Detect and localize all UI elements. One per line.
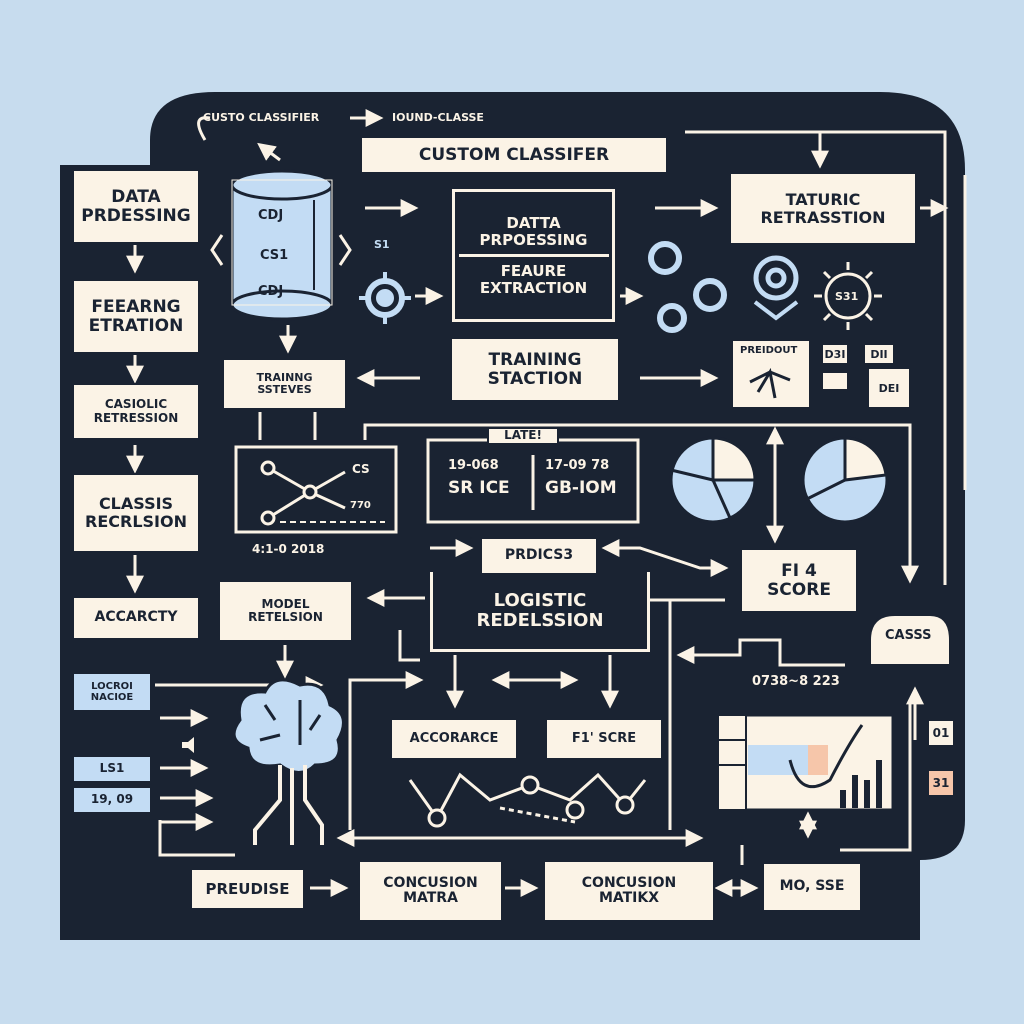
predict-cell-3: DEI — [868, 368, 910, 408]
network-label-bottom: 770 — [350, 500, 371, 511]
cylinder-row-3: CDJ — [258, 284, 284, 299]
latest-tab: LATE! — [487, 427, 559, 445]
network-caption: 4:1-0 2018 — [252, 542, 325, 556]
top-right-label: IOUND-CLASSE — [392, 111, 484, 124]
latest-left-top: 19-068 — [448, 458, 499, 473]
brain-tree-icon — [232, 678, 345, 845]
accuracy-metric-box[interactable]: ACCORARCE — [390, 718, 518, 760]
line-chart-icon — [408, 772, 647, 828]
side-badge: S1 — [374, 238, 390, 251]
latest-left-bottom: SR ICE — [448, 478, 510, 498]
right-tag-bottom: 31 — [928, 770, 954, 796]
f1-metric-box[interactable]: F1' SCRE — [545, 718, 663, 760]
right-numbers: 0738~8 223 — [752, 674, 840, 689]
data-processing-feature-box[interactable]: DATTA PRPOESSING FEAURE EXTRACTION — [452, 189, 615, 322]
cylinder-row-2: CS1 — [260, 248, 289, 263]
predicts-tag[interactable]: PRDICS3 — [480, 537, 598, 575]
network-label-top: CS — [352, 462, 370, 476]
cases-tab[interactable]: CASSS — [885, 628, 932, 643]
dashboard-chart-icon — [716, 713, 895, 812]
latest-right-top: 17-09 78 — [545, 458, 610, 473]
target-icon — [753, 255, 799, 301]
predict-bottom-box[interactable]: PREUDISE — [190, 868, 305, 910]
latest-right-bottom: GB-IOM — [545, 478, 617, 498]
mse-box[interactable]: MO, SSE — [762, 862, 862, 912]
top-left-label: CUSTO CLASSIFIER — [203, 111, 320, 124]
side-tag-mid: LS1 — [72, 755, 152, 783]
sun-icon — [814, 262, 882, 330]
pie-chart-icon — [669, 436, 889, 524]
cylinder-row-1: CDJ — [258, 208, 284, 223]
predict-cell-1: D3I — [822, 344, 848, 364]
side-tag-low: 19, 09 — [72, 786, 152, 814]
predict-cell-4 — [822, 372, 848, 390]
right-tag-top: 01 — [928, 720, 954, 746]
accuracy-box[interactable]: ACCARCTY — [72, 596, 200, 640]
sun-badge: S31 — [835, 290, 859, 303]
predict-cell-2: DII — [864, 344, 894, 364]
predict-panel-title: PREIDOUT — [740, 345, 798, 356]
custom-classifier-title: CUSTOM CLASSIFER — [360, 136, 668, 174]
database-cylinder-icon — [230, 169, 334, 321]
network-graph-icon — [260, 460, 346, 526]
